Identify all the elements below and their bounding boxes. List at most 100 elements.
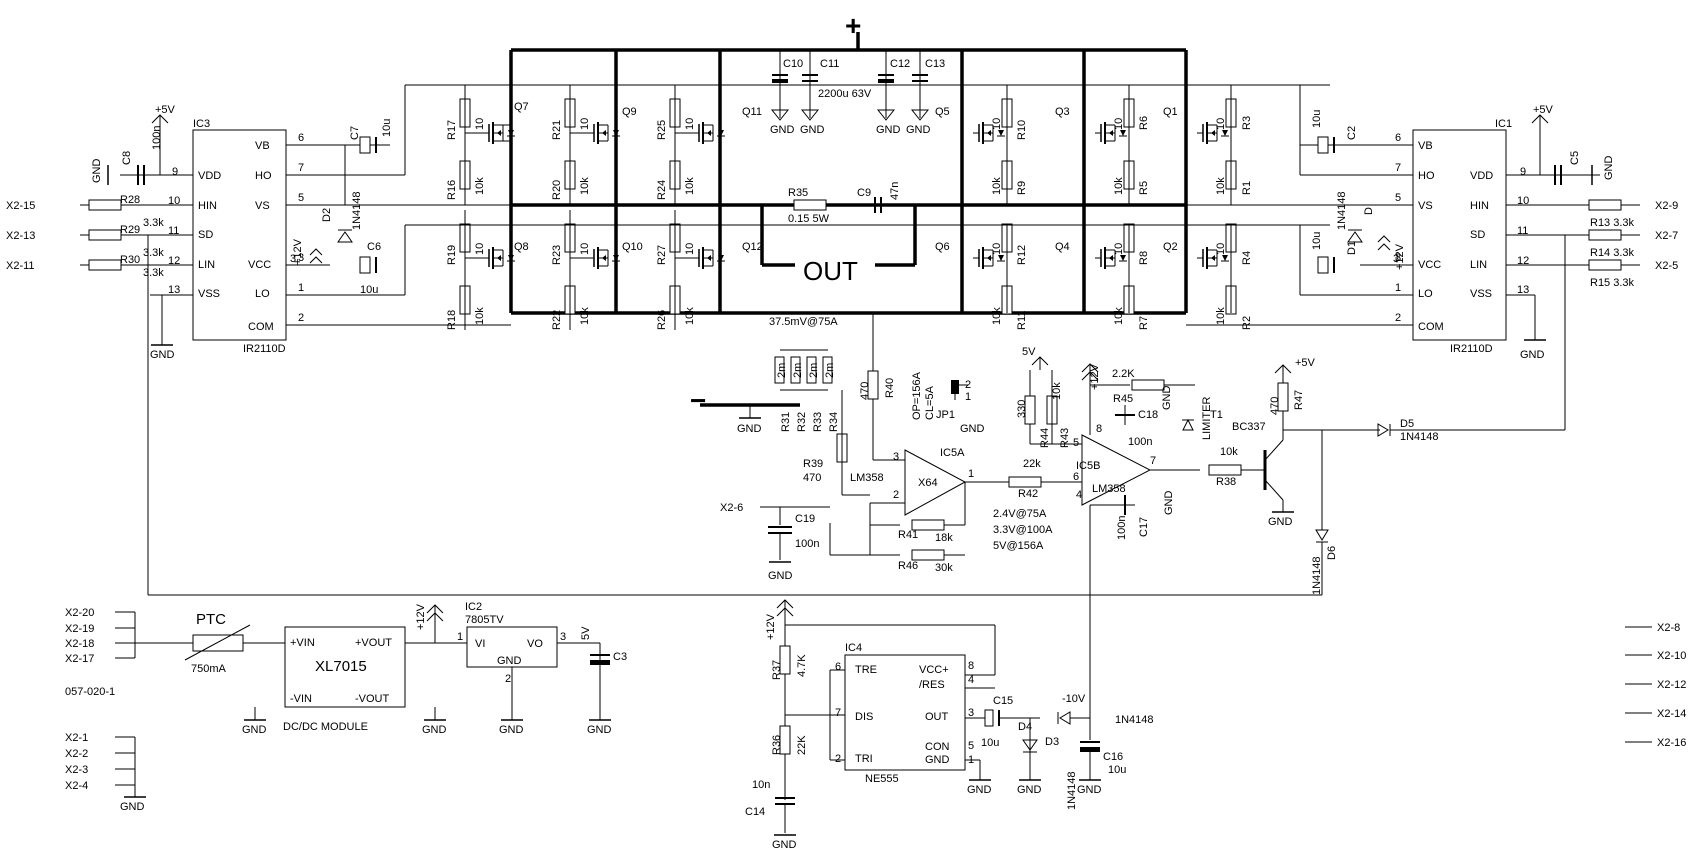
svg-text:3: 3	[1395, 252, 1401, 264]
svg-text:1: 1	[1395, 282, 1401, 294]
svg-text:COM: COM	[248, 321, 274, 333]
svg-text:GND: GND	[1161, 386, 1173, 411]
svg-text:2m: 2m	[808, 363, 820, 378]
svg-text:10k: 10k	[1051, 382, 1063, 400]
svg-text:10: 10	[168, 195, 180, 207]
svg-text:HIN: HIN	[198, 200, 217, 212]
svg-text:3: 3	[968, 707, 974, 719]
svg-text:10u: 10u	[381, 119, 393, 137]
svg-text:470: 470	[859, 382, 871, 400]
svg-text:R3: R3	[1241, 116, 1253, 130]
svg-text:R46: R46	[898, 560, 918, 572]
svg-text:R24: R24	[656, 180, 668, 200]
svg-text:DC/DC MODULE: DC/DC MODULE	[283, 721, 368, 733]
svg-text:C5: C5	[1569, 151, 1581, 165]
svg-text:Q2: Q2	[1163, 241, 1178, 253]
svg-text:100n: 100n	[1128, 436, 1152, 448]
svg-text:T1: T1	[1210, 409, 1223, 421]
svg-text:3.3k: 3.3k	[143, 267, 164, 279]
svg-text:3.3k: 3.3k	[143, 217, 164, 229]
spare-connectors: X2-8 X2-10 X2-12 X2-14 X2-16	[1625, 622, 1686, 749]
svg-text:GND: GND	[772, 839, 797, 851]
svg-text:VO: VO	[527, 638, 543, 650]
svg-text:LO: LO	[255, 288, 270, 300]
svg-text:X2-20: X2-20	[65, 607, 94, 619]
svg-text:10k: 10k	[474, 177, 486, 195]
svg-text:10: 10	[474, 243, 486, 255]
svg-text:Q6: Q6	[935, 241, 950, 253]
svg-text:X2-18: X2-18	[65, 638, 94, 650]
svg-text:R43: R43	[1059, 428, 1071, 448]
svg-text:Q5: Q5	[935, 106, 950, 118]
svg-text:C9: C9	[857, 187, 871, 199]
svg-text:R33: R33	[812, 412, 824, 432]
svg-text:R18: R18	[446, 310, 458, 330]
svg-text:VCC+: VCC+	[919, 664, 949, 676]
svg-text:D4: D4	[1018, 721, 1032, 733]
svg-text:10: 10	[1517, 195, 1529, 207]
svg-text:R4: R4	[1241, 251, 1253, 265]
svg-text:VCC: VCC	[1418, 259, 1441, 271]
svg-text:GND: GND	[499, 724, 524, 736]
svg-text:R38: R38	[1216, 476, 1236, 488]
q2	[1196, 223, 1237, 315]
svg-text:LM358: LM358	[1092, 483, 1126, 495]
svg-text:2m: 2m	[776, 363, 788, 378]
svg-text:R9: R9	[1016, 181, 1028, 195]
svg-text:R27: R27	[656, 245, 668, 265]
svg-text:+12V: +12V	[765, 613, 777, 640]
svg-text:10: 10	[684, 243, 696, 255]
svg-text:HO: HO	[1418, 170, 1435, 182]
sense-note: 37.5mV@75A	[769, 316, 838, 328]
svg-text:SD: SD	[1470, 229, 1485, 241]
svg-text:IC3: IC3	[193, 118, 210, 130]
svg-text:TRE: TRE	[855, 664, 877, 676]
svg-text:R10: R10	[1016, 120, 1028, 140]
svg-text:100n: 100n	[151, 126, 163, 150]
svg-text:R15 3.3k: R15 3.3k	[1590, 277, 1635, 289]
svg-text:CON: CON	[925, 741, 950, 753]
svg-text:47n: 47n	[889, 182, 901, 200]
svg-text:2.2K: 2.2K	[1112, 368, 1135, 380]
svg-text:X2-8: X2-8	[1657, 622, 1680, 634]
svg-text:9: 9	[172, 166, 178, 178]
svg-text:VSS: VSS	[1470, 288, 1492, 300]
svg-text:R29: R29	[120, 224, 140, 236]
svg-text:GND: GND	[1077, 784, 1102, 796]
svg-text:10n: 10n	[752, 779, 770, 791]
svg-text:+12V: +12V	[292, 238, 304, 265]
svg-text:C8: C8	[121, 151, 133, 165]
svg-text:3: 3	[298, 252, 304, 264]
svg-text:8: 8	[1096, 423, 1102, 435]
svg-text:1N4148: 1N4148	[1400, 431, 1439, 443]
svg-text:GND: GND	[91, 159, 103, 184]
svg-text:VDD: VDD	[1470, 170, 1493, 182]
svg-text:VI: VI	[475, 638, 485, 650]
svg-text:OP=156A: OP=156A	[911, 371, 923, 420]
svg-text:R37: R37	[771, 660, 783, 680]
svg-text:C7: C7	[349, 126, 361, 140]
svg-text:X2-16: X2-16	[1657, 737, 1686, 749]
svg-text:C19: C19	[795, 513, 815, 525]
svg-text:R17: R17	[446, 120, 458, 140]
svg-text:30k: 30k	[935, 562, 953, 574]
svg-text:COM: COM	[1418, 321, 1444, 333]
svg-text:R11: R11	[1016, 311, 1028, 330]
svg-text:10: 10	[1215, 243, 1227, 255]
svg-text:C13: C13	[925, 58, 945, 70]
svg-text:10k: 10k	[684, 307, 696, 325]
svg-text:Q1: Q1	[1163, 106, 1178, 118]
svg-text:Q4: Q4	[1055, 241, 1070, 253]
svg-text:0.15 5W: 0.15 5W	[788, 213, 830, 225]
svg-text:-VOUT: -VOUT	[355, 693, 390, 705]
svg-text:3: 3	[1393, 253, 1399, 265]
q11	[669, 85, 726, 205]
svg-text:C2: C2	[1346, 126, 1358, 140]
svg-text:2: 2	[298, 312, 304, 324]
svg-text:LIN: LIN	[198, 259, 215, 271]
svg-text:X2-5: X2-5	[1655, 260, 1678, 272]
